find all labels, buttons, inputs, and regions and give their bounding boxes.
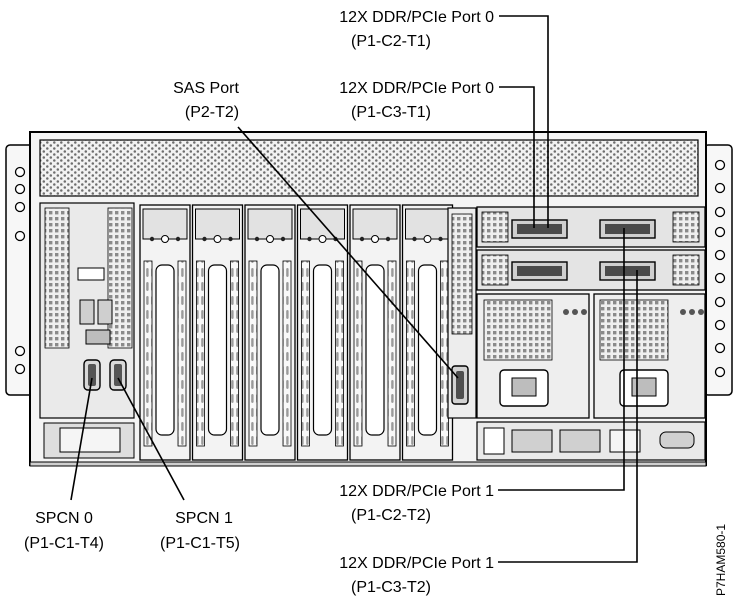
- label-spcn-0: SPCN 0 (P1-C1-T4): [24, 510, 104, 552]
- label-p1-c2-t1-location: (P1-C2-T1): [351, 33, 431, 50]
- label-spcn-1-name: SPCN 1: [175, 510, 233, 527]
- label-p1-c3-t1-location: (P1-C3-T1): [351, 104, 431, 121]
- port-p1-c2-t1: [600, 220, 655, 238]
- right-rack-ear: [704, 145, 732, 395]
- label-sas-port-name: SAS Port: [173, 80, 239, 97]
- spcn-1-connector: [110, 360, 126, 390]
- port-p1-c3-t2: [512, 262, 567, 280]
- label-p1-c3-t1-name: 12X DDR/PCIe Port 0: [339, 80, 494, 97]
- label-spcn-1: SPCN 1 (P1-C1-T5): [160, 510, 240, 552]
- pci-slot-3: [245, 205, 295, 460]
- pci-slot-5: [350, 205, 400, 460]
- power-supply-2: [594, 294, 705, 418]
- gx-adapter-upper: [477, 207, 705, 247]
- label-p1-c3-t2-name: 12X DDR/PCIe Port 1: [339, 555, 494, 572]
- pci-slot-2: [193, 205, 243, 460]
- label-spcn-1-location: (P1-C1-T5): [160, 535, 240, 552]
- spcn-0-connector: [84, 360, 100, 390]
- label-p1-c3-t2-location: (P1-C3-T2): [351, 579, 431, 596]
- label-spcn-0-location: (P1-C1-T4): [24, 535, 104, 552]
- pci-slot-1: [140, 205, 190, 460]
- sas-port-connector: [452, 366, 468, 404]
- port-p1-c3-t1: [512, 220, 567, 238]
- gx-adapter-lower: [477, 250, 705, 290]
- pci-slot-6: [403, 205, 453, 460]
- label-p1-c2-t1-name: 12X DDR/PCIe Port 0: [339, 9, 494, 26]
- label-sas-port: SAS Port (P2-T2): [173, 80, 239, 121]
- label-p1-c2-t2: 12X DDR/PCIe Port 1 (P1-C2-T2): [339, 483, 494, 524]
- label-p1-c2-t2-location: (P1-C2-T2): [351, 507, 431, 524]
- label-spcn-0-name: SPCN 0: [35, 510, 93, 527]
- figure-id: P7HAM580-1: [714, 524, 728, 596]
- label-p1-c2-t2-name: 12X DDR/PCIe Port 1: [339, 483, 494, 500]
- server-chassis: [6, 132, 732, 466]
- label-p1-c2-t1: 12X DDR/PCIe Port 0 (P1-C2-T1): [339, 9, 494, 50]
- top-vent-grille: [40, 140, 698, 196]
- label-p1-c3-t2: 12X DDR/PCIe Port 1 (P1-C3-T2): [339, 555, 494, 596]
- label-sas-port-location: (P2-T2): [185, 104, 239, 121]
- bottom-io-strip: [477, 422, 705, 460]
- label-p1-c3-t1: 12X DDR/PCIe Port 0 (P1-C3-T1): [339, 80, 494, 121]
- power-supply-1: [477, 294, 589, 418]
- port-p1-c2-t2: [600, 262, 655, 280]
